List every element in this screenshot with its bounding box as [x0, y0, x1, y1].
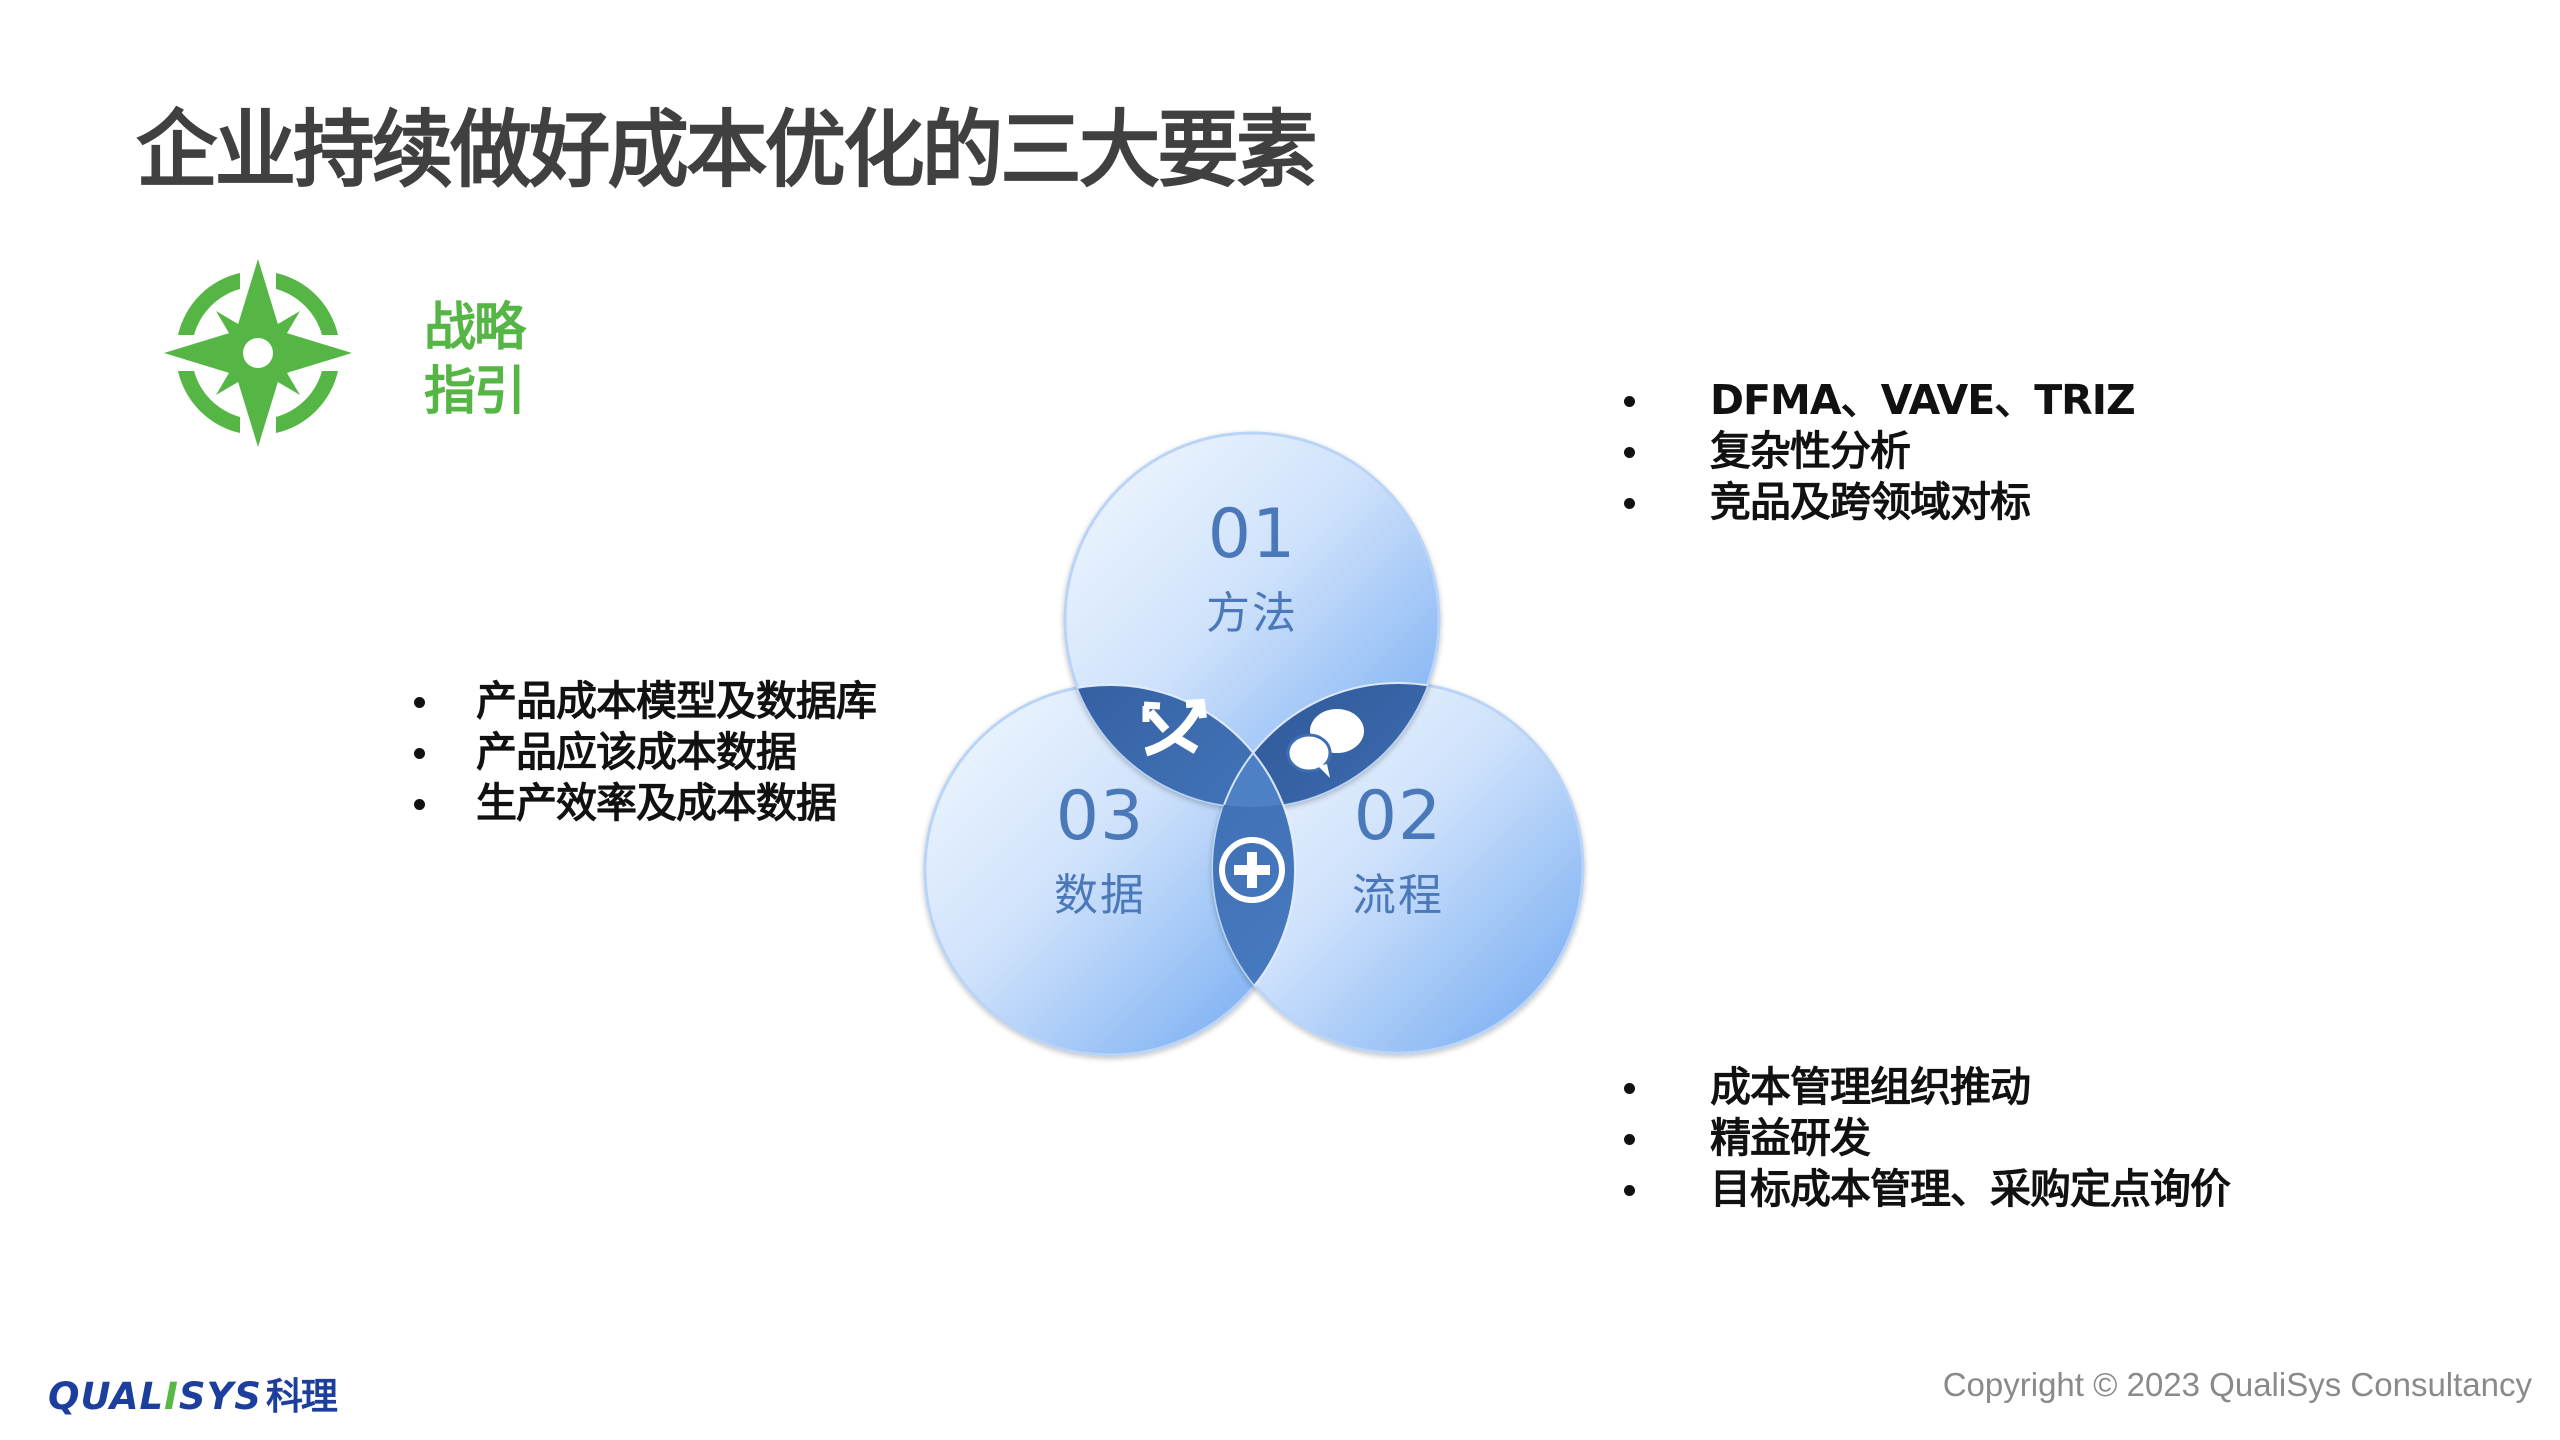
- strategy-label: 战略 指引: [424, 296, 526, 424]
- method-bullets: DFMA、VAVE、TRIZ 复杂性分析 竞品及跨领域对标: [1624, 375, 2136, 528]
- bullet-item: 成本管理组织推动: [1624, 1062, 2230, 1113]
- circle-name-01: 方法: [1206, 588, 1298, 639]
- bullet-dot-icon: [1624, 447, 1635, 458]
- strategy-line-1: 战略: [424, 298, 526, 358]
- bullet-dot-icon: [1624, 1185, 1635, 1196]
- bullet-dot-icon: [1624, 396, 1635, 407]
- circle-name-03: 数据: [1054, 870, 1146, 921]
- bullet-item: 产品成本模型及数据库: [414, 676, 890, 727]
- bullet-dot-icon: [1624, 1083, 1635, 1094]
- bullet-dot-icon: [414, 748, 425, 759]
- circle-label-03: 03 数据: [1010, 780, 1190, 924]
- compass-icon: [164, 259, 352, 447]
- process-bullets: 成本管理组织推动 精益研发 目标成本管理、采购定点询价: [1624, 1062, 2231, 1215]
- slide-title: 企业持续做好成本优化的三大要素: [136, 101, 1317, 199]
- bullet-item: 复杂性分析: [1624, 426, 2135, 477]
- bullet-item: 精益研发: [1624, 1113, 2230, 1164]
- bullet-dot-icon: [414, 799, 425, 810]
- bullet-item: 生产效率及成本数据: [414, 778, 890, 829]
- bullet-dot-icon: [414, 697, 425, 708]
- bullet-item: DFMA、VAVE、TRIZ: [1624, 375, 2136, 426]
- bullet-dot-icon: [1624, 498, 1635, 509]
- circle-label-01: 01 方法: [1162, 498, 1342, 642]
- bullet-item: 竞品及跨领域对标: [1624, 477, 2135, 528]
- bullet-item: 目标成本管理、采购定点询价: [1624, 1164, 2231, 1215]
- circle-number-02: 02: [1353, 777, 1443, 856]
- strategy-line-2: 指引: [424, 362, 526, 422]
- copyright-text: Copyright © 2023 QualiSys Consultancy: [1942, 1366, 2532, 1403]
- data-bullets: 产品成本模型及数据库 产品应该成本数据 生产效率及成本数据: [414, 676, 890, 829]
- circle-number-01: 01: [1207, 495, 1297, 574]
- bullet-dot-icon: [1624, 1134, 1635, 1145]
- circle-number-03: 03: [1055, 777, 1145, 856]
- circle-name-02: 流程: [1352, 870, 1444, 921]
- circle-label-02: 02 流程: [1308, 780, 1488, 924]
- bullet-item: 产品应该成本数据: [414, 727, 890, 778]
